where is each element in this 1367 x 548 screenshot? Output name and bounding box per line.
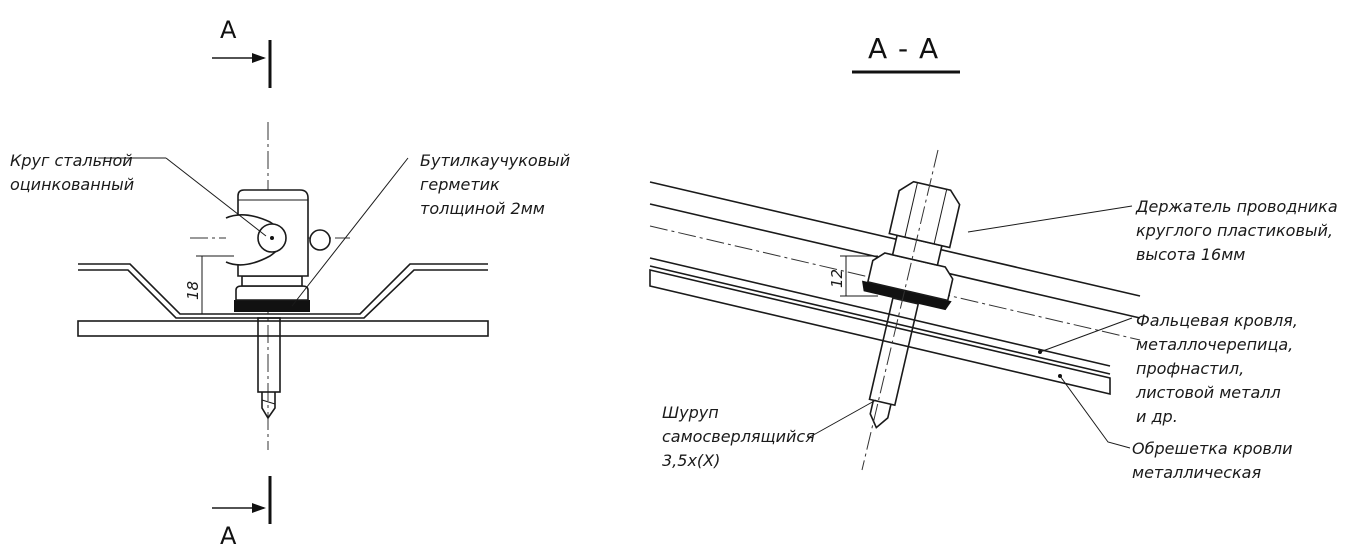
profile-top-line [78, 263, 488, 315]
leader-roof-line [1039, 317, 1133, 353]
holder-slot-right [933, 189, 948, 244]
holder-slot-left [904, 182, 918, 238]
label-roof-line2: металлочерепица, [1136, 335, 1293, 354]
leader-holder: Держатель проводника круглого пластиковы… [967, 197, 1338, 264]
holder-base-right [866, 252, 954, 302]
section-mark-bottom: A [212, 476, 272, 548]
dimension-right: 12 [828, 255, 878, 297]
leader-screw: Шуруп самосверлящийся 3,5x(X) [662, 399, 877, 470]
holder-side-knob [309, 229, 331, 251]
left-view: A A [10, 16, 570, 548]
label-screw-line1: Шуруп [662, 403, 719, 422]
right-view: A - A 12 [649, 32, 1338, 482]
holder-head-right [888, 180, 961, 249]
leader-screw-line [807, 399, 877, 439]
label-roof-line5: и др. [1136, 407, 1178, 426]
leader-wire: Круг стальной оцинкованный [10, 151, 267, 237]
label-batten-line2: металлическая [1132, 463, 1261, 482]
label-holder-line3: высота 16мм [1136, 245, 1245, 264]
leader-holder-line [967, 205, 1133, 233]
section-mark-top: A [212, 16, 272, 88]
section-title: A - A [868, 32, 939, 65]
label-roof-line4: листовой металл [1135, 383, 1281, 402]
screw-left [257, 317, 281, 420]
label-sealant-line2: герметик [420, 175, 500, 194]
screw-tip-flute [261, 399, 276, 405]
leader-roof: Фальцевая кровля, металлочерепица, профн… [1039, 311, 1298, 426]
sheet-top [649, 257, 1111, 367]
leader-sealant-line [291, 157, 409, 307]
sheet-bottom [649, 265, 1111, 375]
label-screw-line2: самосверлящийся [662, 427, 815, 446]
leader-batten-line [1059, 375, 1131, 449]
sealant-gasket [234, 300, 310, 312]
leader-batten: Обрешетка кровли металлическая [1059, 375, 1292, 482]
screw-thread [257, 317, 281, 393]
batten-section [77, 320, 489, 337]
label-roof-line1: Фальцевая кровля, [1136, 311, 1298, 330]
section-mark-bottom-letter: A [220, 522, 237, 548]
screw-tip [261, 392, 276, 420]
leader-wire-line [165, 157, 267, 237]
holder-neck [241, 275, 303, 287]
dimension-value-right: 12 [828, 269, 846, 288]
batten-inclined [649, 268, 1111, 396]
holder-right [862, 180, 961, 429]
dimension-left: 18 [184, 255, 234, 315]
label-wire-line1: Круг стальной [10, 151, 133, 170]
label-wire-line2: оцинкованный [10, 175, 134, 194]
wire-center-point [270, 236, 274, 240]
label-holder-line2: круглого пластиковый, [1136, 221, 1333, 240]
roof-line-1 [649, 181, 1141, 297]
label-batten-line1: Обрешетка кровли [1132, 439, 1292, 458]
arrow-head-top [252, 53, 266, 63]
label-holder-line1: Держатель проводника [1135, 197, 1338, 216]
arrow-head-bottom [252, 503, 266, 513]
holder-left [225, 189, 331, 312]
holder-axis [861, 149, 939, 471]
screw-thread-right [868, 297, 920, 407]
label-roof-line3: профнастил, [1136, 359, 1244, 378]
holder-base [235, 285, 309, 301]
label-screw-line3: 3,5x(X) [662, 451, 720, 470]
leader-sealant: Бутилкаучуковый герметик толщиной 2мм [291, 151, 570, 307]
roof-axis [649, 225, 1141, 341]
sealant-gasket-right [862, 280, 952, 311]
label-sealant-line1: Бутилкаучуковый [420, 151, 570, 170]
section-mark-top-letter: A [220, 16, 237, 44]
inclined-roof [649, 181, 1141, 396]
screw-tip-right [869, 400, 892, 429]
label-sealant-line3: толщиной 2мм [420, 199, 545, 218]
dimension-value-left: 18 [184, 281, 202, 300]
